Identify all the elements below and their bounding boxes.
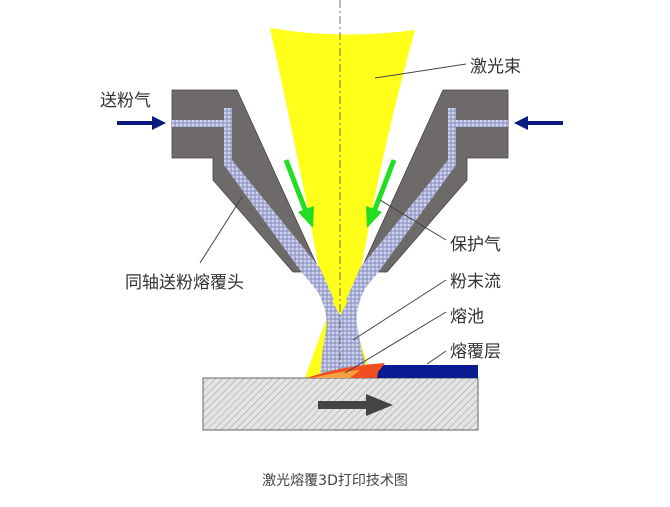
leader-clad-layer [426,350,447,365]
motion-arrow-icon [318,394,393,416]
label-powder-stream: 粉末流 [450,272,501,292]
leader-shield-gas [379,199,447,241]
powder-gas-arrow-right-icon [514,116,563,130]
laser-beam [270,28,415,378]
label-clad-layer: 熔覆层 [450,342,501,362]
powder-channel-left [172,108,334,302]
label-powder-gas: 送粉气 [100,91,151,111]
leader-coaxial-head [199,196,243,264]
shield-gas-arrow-left-icon [283,159,314,228]
leader-melt-pool [344,311,447,374]
label-melt-pool: 熔池 [450,307,484,327]
label-coaxial-head: 同轴送粉熔覆头 [125,273,244,293]
leader-laser-beam [374,63,467,79]
label-laser-beam: 激光束 [470,57,521,77]
label-shield-gas: 保护气 [450,235,501,255]
clad-layer [377,365,478,378]
melt-pool [307,363,385,378]
leader-powder-stream [352,279,447,341]
shield-gas-arrow-right-icon [366,159,397,228]
figure-caption: 激光熔覆3D打印技术图 [262,472,408,489]
powder-channel-right [346,108,508,302]
powder-gas-arrow-left-icon [117,116,166,130]
melt-pool-glow [312,370,360,378]
